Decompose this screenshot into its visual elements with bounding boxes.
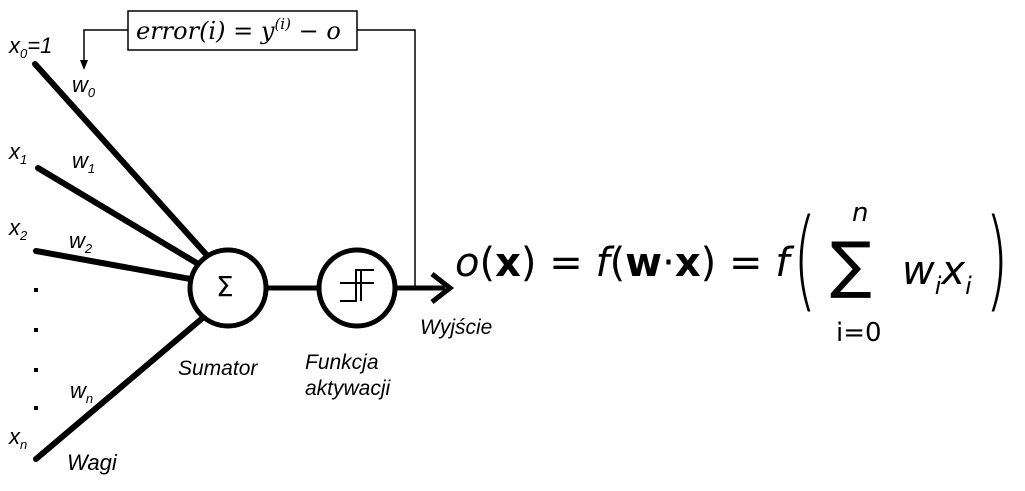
weight-w2: w2 <box>69 228 93 256</box>
formula-summand: wixi <box>902 248 972 300</box>
output-arrow-head <box>430 272 455 304</box>
step-function-icon <box>340 269 374 302</box>
input-x1: x1 <box>9 139 28 167</box>
feedback-arrow-head <box>80 60 88 70</box>
error-formula: error(i) = y(i) − o <box>136 15 341 45</box>
ellipsis-dot <box>34 406 38 410</box>
label-wyjscie: Wyjście <box>420 316 493 339</box>
label-funkcja: Funkcja <box>305 351 379 374</box>
error-box <box>127 10 358 51</box>
formula-lower-limit: i=0 <box>836 318 882 348</box>
weight-line-0 <box>32 61 216 265</box>
label-sumator: Sumator <box>178 357 258 380</box>
ellipsis-dot <box>34 288 38 292</box>
weight-wn: wn <box>70 378 94 406</box>
weight-line-1 <box>35 165 208 271</box>
weight-w0: w0 <box>72 72 96 100</box>
formula-big-left-paren: ( <box>793 195 817 323</box>
input-x0: x0=1 <box>9 33 53 61</box>
label-wagi: Wagi <box>67 450 117 475</box>
summator-circle <box>187 247 269 329</box>
output-formula: o(x) = f(w·x) = f <box>455 240 790 286</box>
label-aktywacji: aktywacji <box>305 377 391 400</box>
weight-line-2 <box>33 248 199 283</box>
ellipsis-dot <box>34 328 38 332</box>
weight-w1: w1 <box>72 148 96 176</box>
summator-sigma: Σ <box>216 270 234 303</box>
ellipsis-dot <box>34 368 38 372</box>
formula-big-right-paren: ) <box>985 195 1009 323</box>
input-xn: xn <box>9 424 28 452</box>
formula-upper-limit: n <box>852 198 869 228</box>
feedback-line-left <box>83 29 128 66</box>
weight-line-n <box>33 313 208 462</box>
formula-sigma: ∑ <box>830 228 872 301</box>
feedback-line <box>357 29 416 287</box>
input-x2: x2 <box>9 215 28 243</box>
